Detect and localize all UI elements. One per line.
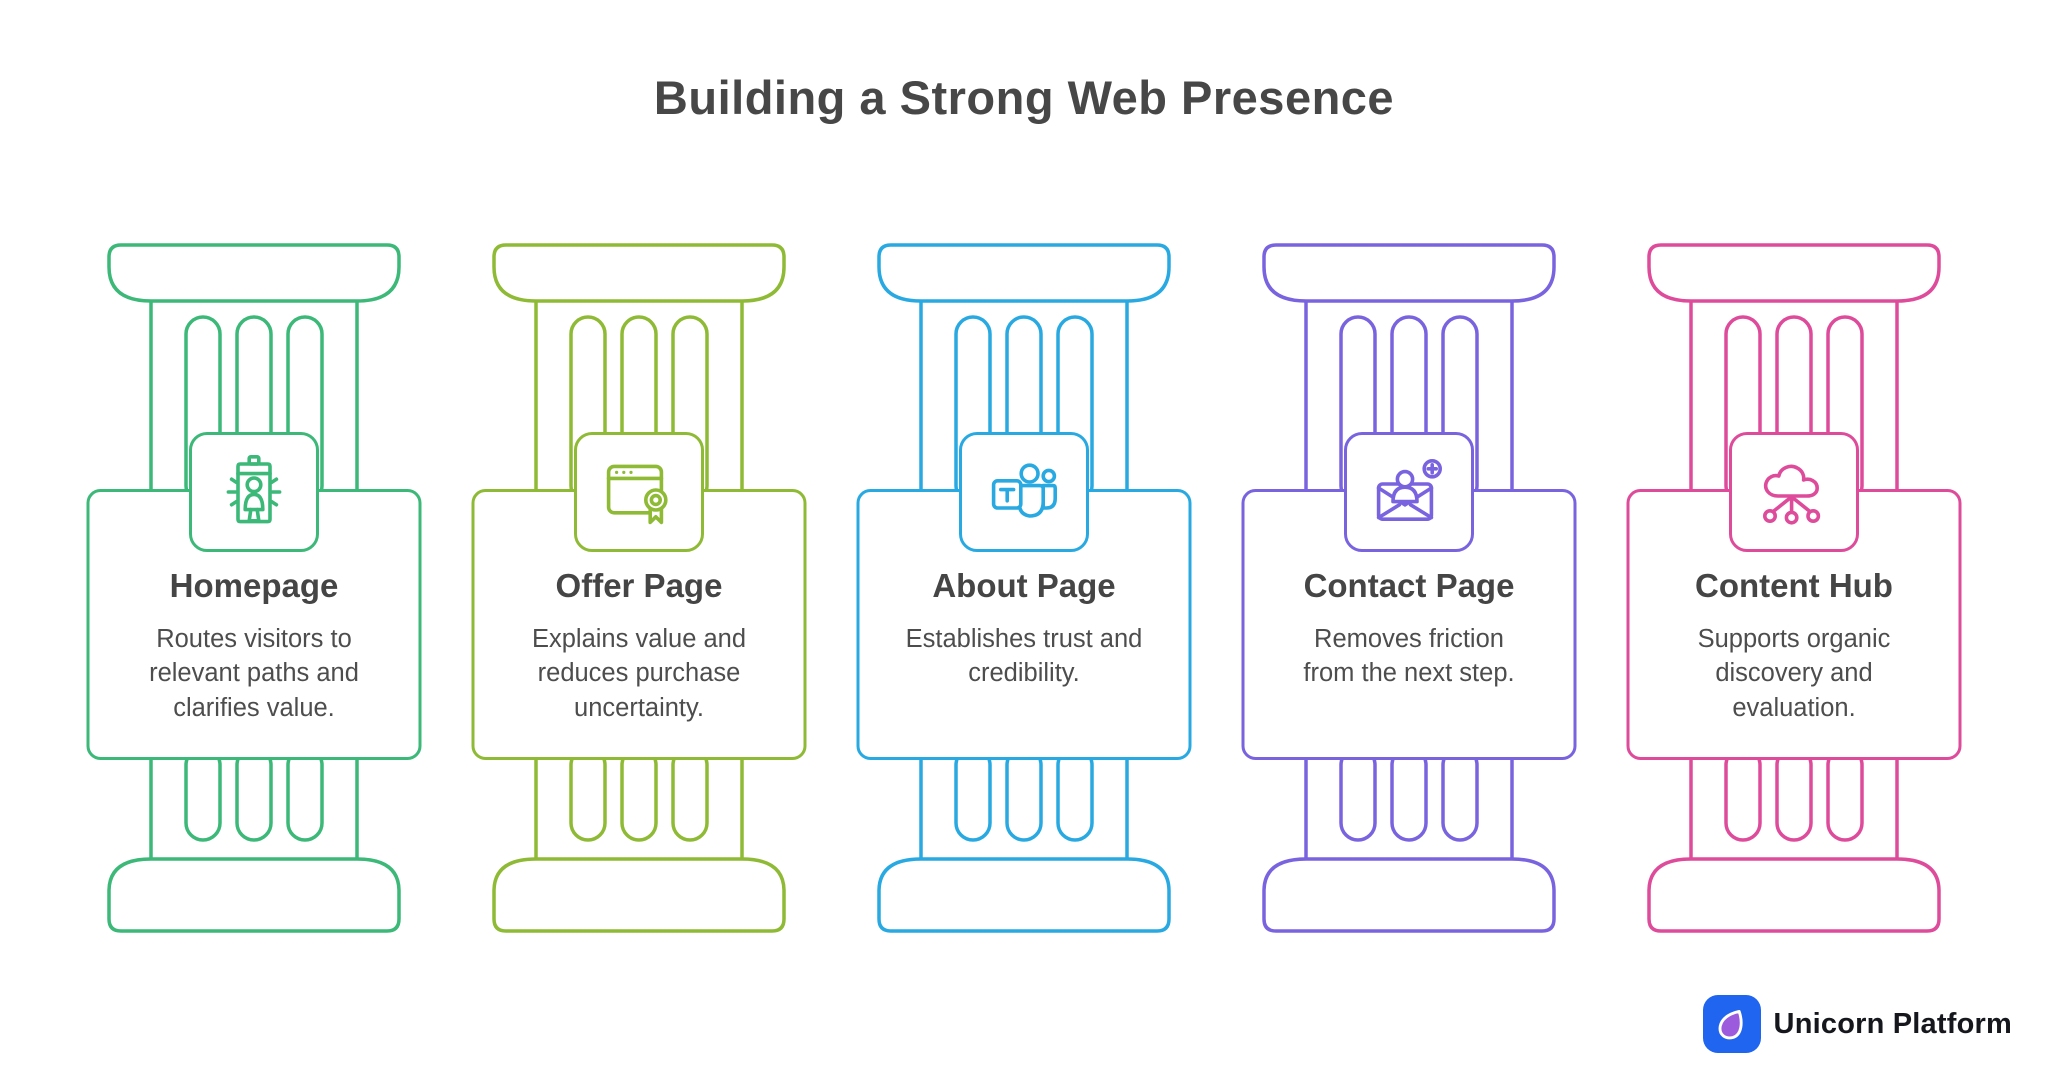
card-title: Contact Page (1303, 567, 1515, 604)
pillar-content-hub: Content Hub Supports organic discovery a… (1626, 243, 1962, 933)
pillar-offer-page: Offer Page Explains value and reduces pu… (471, 243, 807, 933)
pillar-card: Homepage Routes visitors to relevant pat… (86, 489, 422, 760)
envelope-add-contact-icon (1376, 459, 1442, 521)
pillar-card: About Page Establishes trust and credibi… (856, 489, 1192, 760)
browser-award-icon (606, 464, 668, 525)
unicorn-platform-logo: Unicorn Platform (1702, 995, 2012, 1053)
unicorn-droplet-glyph (1718, 1009, 1743, 1040)
icon-box (574, 432, 704, 552)
icon-box (959, 432, 1089, 552)
card-description: Explains value and reduces purchase unce… (531, 624, 747, 722)
pillar-about-page: About Page Establishes trust and credibi… (856, 243, 1192, 933)
card-title: Offer Page (555, 567, 723, 604)
card-title: Homepage (169, 567, 339, 604)
icon-box (189, 432, 319, 552)
teams-people-icon (991, 463, 1057, 518)
cloud-network-icon (1763, 464, 1821, 525)
pillar-contact-page: Contact Page Removes friction from the n… (1241, 243, 1577, 933)
unicorn-logo-text: Unicorn Platform (1773, 1007, 2012, 1040)
card-title: Content Hub (1695, 567, 1893, 604)
pillar-column-graphic (107, 243, 401, 933)
card-description: Removes friction from the next step. (1303, 624, 1515, 688)
icon-box (1729, 432, 1859, 552)
card-description: Routes visitors to relevant paths and cl… (149, 624, 359, 722)
pillars-row: Homepage Routes visitors to relevant pat… (0, 243, 2048, 933)
card-title: About Page (932, 567, 1116, 604)
page-title: Building a Strong Web Presence (653, 71, 1395, 124)
id-badge-scan-icon (226, 455, 282, 524)
card-description: Establishes trust and credibility. (905, 624, 1143, 688)
icon-box (1344, 432, 1474, 552)
card-description: Supports organic discovery and evaluatio… (1697, 624, 1891, 722)
pillar-homepage: Homepage Routes visitors to relevant pat… (86, 243, 422, 933)
unicorn-logo-icon (1702, 995, 1761, 1053)
